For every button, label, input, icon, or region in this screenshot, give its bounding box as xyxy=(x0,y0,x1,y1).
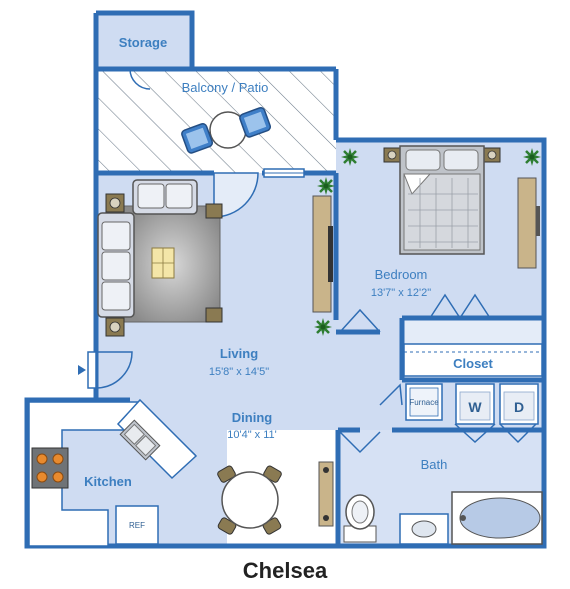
tv-console xyxy=(312,195,333,313)
toilet xyxy=(343,494,377,543)
dining-chair xyxy=(217,465,236,483)
sideboard xyxy=(318,461,334,527)
labels: Storage Balcony / Patio Bedroom 13'7" x … xyxy=(84,35,524,530)
bedroom-dimensions: 13'7" x 12'2" xyxy=(371,287,431,299)
closet-door-swing xyxy=(429,293,491,319)
entry-door-swing xyxy=(95,351,133,389)
stove xyxy=(31,447,69,489)
closet-label: Closet xyxy=(453,356,493,371)
storage-label: Storage xyxy=(119,35,167,50)
dresser xyxy=(517,177,540,269)
side-table-top xyxy=(205,203,223,219)
plan-title: Chelsea xyxy=(242,558,328,583)
ref-label: REF xyxy=(129,521,145,530)
dryer-label: D xyxy=(514,399,524,415)
dining-label: Dining xyxy=(232,410,272,425)
windows xyxy=(263,168,305,178)
side-table-bottom xyxy=(205,307,223,323)
patio-chair-right xyxy=(239,106,272,138)
plants xyxy=(314,148,541,336)
laundry-door-swing xyxy=(454,423,537,444)
closet xyxy=(403,343,543,377)
kitchen-label: Kitchen xyxy=(84,474,132,489)
living-label: Living xyxy=(220,346,258,361)
sofa xyxy=(97,212,135,318)
storage-floor xyxy=(96,13,192,69)
dining-table xyxy=(221,471,279,529)
bedroom-door-swing xyxy=(339,308,381,333)
doors xyxy=(78,68,537,454)
living-dimensions: 15'8" x 14'5" xyxy=(209,366,269,378)
laundry xyxy=(405,383,539,425)
plant-icon xyxy=(341,148,359,166)
patio-set xyxy=(181,106,272,154)
dining-dimensions: 10'4" x 11' xyxy=(227,429,277,441)
plant-icon xyxy=(317,177,335,195)
loveseat xyxy=(132,179,198,215)
bedroom-furniture xyxy=(383,145,540,269)
kitchen-fixtures xyxy=(28,398,198,547)
bath-fixtures xyxy=(343,491,543,545)
dining-chair xyxy=(217,517,237,535)
bathtub xyxy=(451,491,543,545)
bath-door-swing xyxy=(339,431,381,454)
bath-label: Bath xyxy=(421,457,448,472)
kitchen-sink xyxy=(119,419,161,461)
washer-label: W xyxy=(468,399,482,415)
kitchen-island xyxy=(116,398,198,480)
bedroom-label: Bedroom xyxy=(375,267,428,282)
patio-chair-left xyxy=(181,122,214,154)
vanity xyxy=(399,513,449,545)
living-furniture xyxy=(97,179,333,337)
plant-icon xyxy=(314,318,332,336)
entry-arrow-icon xyxy=(78,365,86,375)
entry-door xyxy=(87,351,97,389)
balcony-label: Balcony / Patio xyxy=(182,80,269,95)
dining-set xyxy=(217,461,334,535)
hall-door-swing xyxy=(379,383,403,406)
bed xyxy=(399,145,485,255)
storage-door-swing xyxy=(129,68,151,90)
refrigerator xyxy=(115,505,159,545)
plant-icon xyxy=(523,148,541,166)
furnace-label: Furnace xyxy=(409,398,439,407)
